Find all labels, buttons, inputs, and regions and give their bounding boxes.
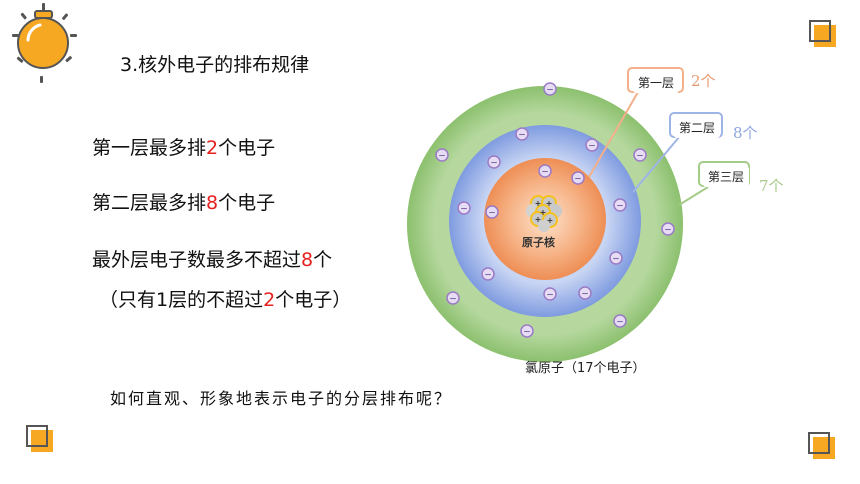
electron (633, 148, 647, 162)
rule-number: 2 (263, 289, 276, 311)
electron (571, 171, 585, 185)
electron-sign: − (490, 159, 498, 169)
electron (578, 286, 592, 300)
section-title: 3.核外电子的排布规律 (120, 54, 310, 76)
corner-decoration-bottom-left (26, 425, 53, 452)
rule-second-shell: 第二层最多排8个电子 (92, 188, 275, 215)
electron-sign: − (541, 168, 549, 178)
electron (485, 205, 499, 219)
leader-line-third (678, 186, 709, 206)
electron-sign: − (546, 86, 554, 96)
shell-count-first: 2个 (691, 72, 716, 90)
question-text: 如何直观、形象地表示电子的分层排布呢？ (110, 389, 453, 408)
electron (435, 148, 449, 162)
rule-text: 个电子） (275, 289, 352, 311)
electron (538, 164, 552, 178)
electron (515, 127, 529, 141)
rule-text: 个电子 (218, 137, 276, 159)
nucleus-cluster (526, 195, 562, 232)
electron-sign: − (664, 226, 672, 236)
proton-sign: + (535, 199, 542, 208)
electron (613, 314, 627, 328)
electron (487, 155, 501, 169)
proton-sign: + (546, 199, 553, 208)
rule-first-shell: 第一层最多排2个电子 (92, 133, 275, 160)
shell-label-third: 第三层 (703, 166, 750, 187)
electron-sign: − (460, 205, 468, 215)
corner-decoration-top-right (809, 20, 836, 47)
rule-text: （只有1层的不超过 (99, 289, 264, 311)
electron-sign: − (588, 142, 596, 152)
nucleus-label: 原子核 (522, 236, 555, 249)
electron (543, 82, 557, 96)
electron (661, 222, 675, 236)
electron-sign: − (616, 202, 624, 212)
electron (613, 198, 627, 212)
proton-sign: + (540, 208, 547, 217)
leader-line-first (588, 91, 639, 178)
electron-sign: − (484, 271, 492, 281)
electron-sign: − (616, 318, 624, 328)
electron (609, 251, 623, 265)
electron (543, 287, 557, 301)
electron-sign: − (581, 290, 589, 300)
electron-sign: − (612, 255, 620, 265)
shell-label-first: 第一层 (633, 72, 680, 93)
rule-number: 8 (206, 192, 219, 214)
lightbulb-icon (12, 3, 77, 83)
rule-text: 第一层最多排 (92, 137, 207, 159)
electron-sign: − (574, 175, 582, 185)
electron-sign: − (546, 291, 554, 301)
electron-sign: − (449, 295, 457, 305)
proton-sign: + (547, 216, 554, 225)
electron-sign: − (518, 131, 526, 141)
proton-sign: + (535, 215, 542, 224)
rule-text: 个电子 (218, 192, 276, 214)
electron-sign: − (488, 209, 496, 219)
rule-number: 8 (301, 249, 314, 271)
shell-label-second: 第二层 (674, 117, 721, 138)
electron-sign: − (438, 152, 446, 162)
electron (446, 291, 460, 305)
shell-count-second: 8个 (733, 124, 758, 142)
electron (585, 138, 599, 152)
rule-text: 个 (313, 249, 333, 271)
leader-line-second (632, 135, 681, 193)
rule-single-shell-note: （只有1层的不超过2个电子） (99, 285, 351, 312)
electron (457, 201, 471, 215)
electron (520, 324, 534, 338)
shell-count-third: 7个 (759, 177, 784, 195)
rule-text: 第二层最多排 (92, 192, 207, 214)
corner-decoration-bottom-right (808, 432, 835, 459)
rule-text: 最外层电子数最多不超过 (92, 249, 302, 271)
rule-outer-shell: 最外层电子数最多不超过8个 (92, 245, 332, 272)
electron-sign: − (636, 152, 644, 162)
electron-sign: − (523, 328, 531, 338)
rule-number: 2 (206, 137, 219, 159)
atom-caption: 氯原子（17个电子） (525, 361, 646, 376)
electron (481, 267, 495, 281)
